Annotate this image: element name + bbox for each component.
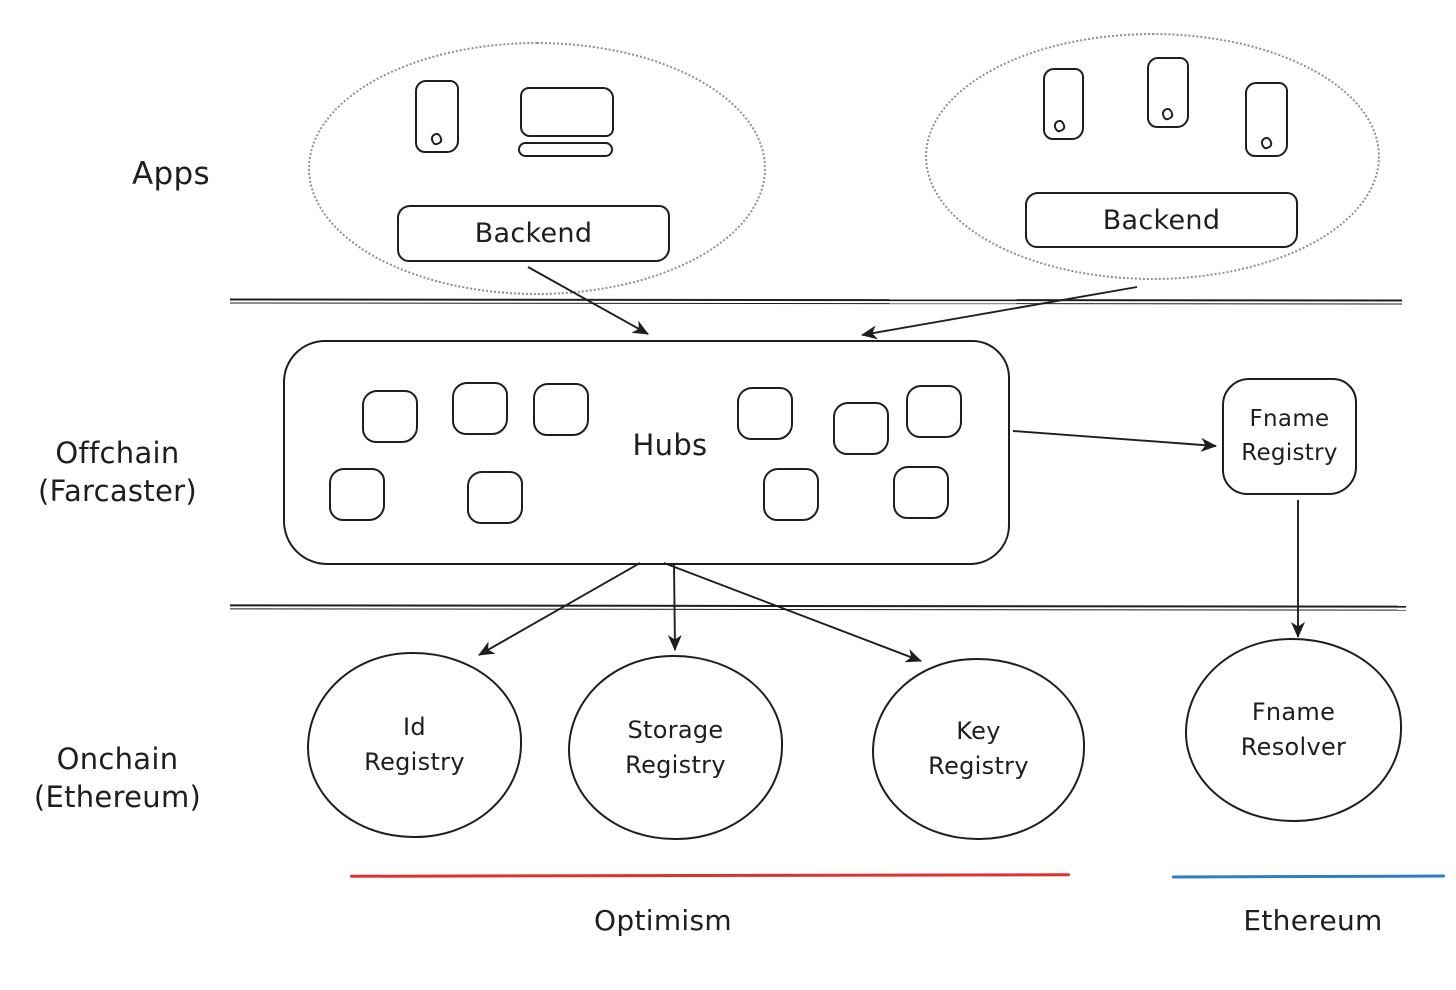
fname-registry-box: Fname Registry [1222, 378, 1357, 495]
hub-node-icon [329, 468, 385, 521]
hub-node-icon [906, 385, 962, 438]
hub-node-icon [763, 468, 819, 521]
arrow-backend-right-to-hubs [861, 286, 1138, 340]
divider-apps-offchain [229, 298, 1403, 305]
fname-registry-line1: Fname [1249, 406, 1330, 433]
arrow-hubs-to-fname-registry [1012, 430, 1217, 452]
chain-label-ethereum: Ethereum [1243, 904, 1383, 937]
id-registry-line2: Registry [364, 748, 465, 776]
phone-icon [1147, 57, 1189, 128]
offchain-label-line2: (Farcaster) [38, 474, 197, 509]
circle-fname-resolver: Fname Resolver [1185, 638, 1402, 822]
laptop-base-icon [518, 142, 613, 157]
section-label-apps: Apps [132, 156, 210, 192]
hubs-box [283, 340, 1010, 565]
key-registry-line2: Registry [928, 752, 1029, 780]
optimism-underline [349, 873, 1071, 878]
hub-node-icon [833, 402, 889, 455]
fname-registry-line2: Registry [1241, 439, 1338, 466]
hub-node-icon [452, 382, 508, 435]
backend-box-right: Backend [1025, 192, 1298, 248]
hub-node-icon [893, 466, 949, 519]
app-logo-icon [429, 131, 444, 147]
apps-cluster-right [925, 33, 1380, 280]
section-label-offchain: Offchain (Farcaster) [10, 434, 225, 511]
hub-node-icon [362, 390, 418, 443]
circle-storage-registry: Storage Registry [568, 655, 783, 840]
phone-icon [1245, 82, 1288, 157]
laptop-screen-icon [520, 87, 614, 137]
onchain-label-line1: Onchain [56, 742, 179, 776]
app-logo-icon [1052, 118, 1066, 134]
chain-label-optimism: Optimism [594, 904, 732, 937]
backend-label: Backend [1102, 204, 1221, 236]
circle-id-registry: Id Registry [307, 652, 522, 838]
offchain-label-line1: Offchain [55, 436, 180, 470]
app-logo-icon [1259, 135, 1273, 151]
hub-node-icon [467, 471, 523, 524]
onchain-label-line2: (Ethereum) [33, 780, 202, 815]
section-label-onchain: Onchain (Ethereum) [10, 740, 225, 817]
backend-label: Backend [474, 218, 593, 249]
phone-icon [1043, 68, 1084, 140]
hub-node-icon [533, 383, 589, 436]
hub-node-icon [737, 387, 793, 440]
backend-box-left: Backend [397, 205, 670, 262]
circle-key-registry: Key Registry [872, 658, 1085, 840]
storage-registry-line1: Storage [627, 715, 724, 744]
arrow-hubs-to-key-registry [663, 562, 922, 663]
key-registry-line1: Key [956, 717, 1001, 746]
divider-offchain-onchain [229, 604, 1407, 611]
app-logo-icon [1160, 106, 1175, 122]
fname-resolver-line1: Fname [1251, 698, 1336, 727]
id-registry-line1: Id [403, 713, 426, 742]
phone-icon [415, 80, 459, 153]
storage-registry-line2: Registry [625, 750, 726, 779]
ethereum-underline [1171, 874, 1446, 879]
hubs-title: Hubs [632, 428, 708, 462]
fname-resolver-line2: Resolver [1240, 733, 1347, 761]
